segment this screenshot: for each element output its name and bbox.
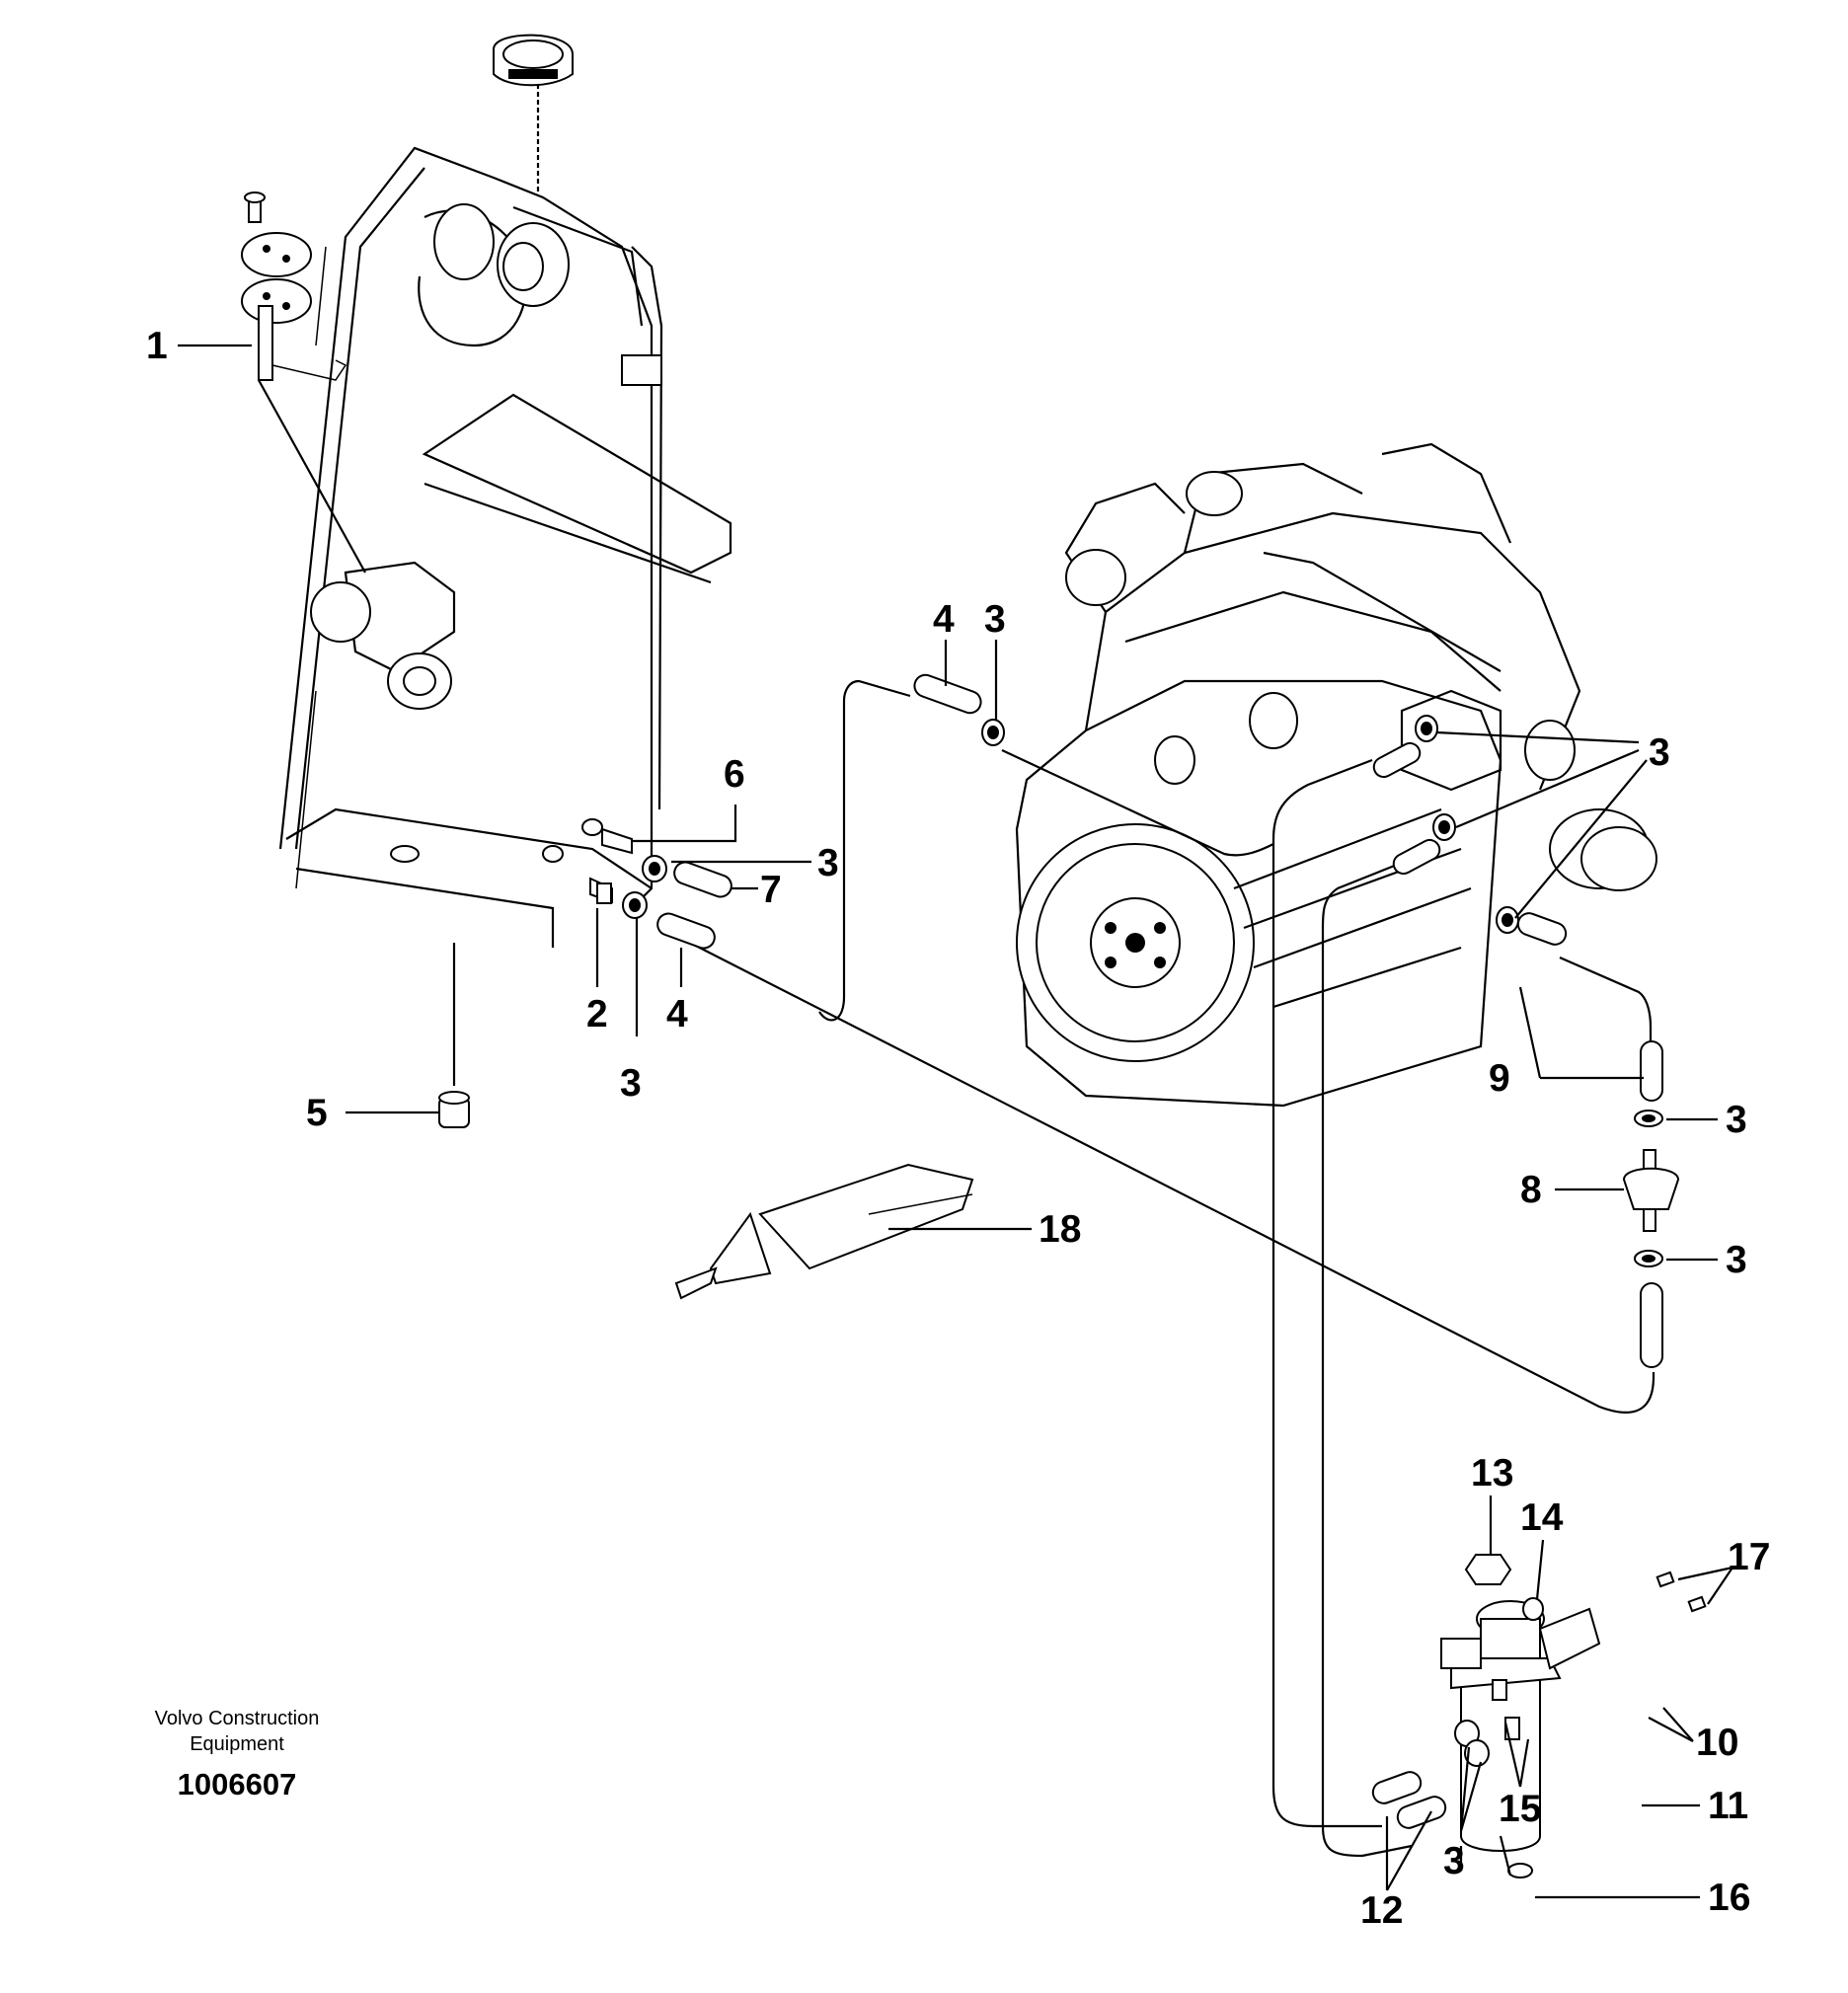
callout-12: 12 (1360, 1889, 1403, 1932)
callout-7: 7 (760, 869, 782, 911)
callout-17: 17 (1728, 1536, 1770, 1578)
hose-piece-9 (1640, 1040, 1663, 1102)
machine-frame (278, 146, 732, 948)
leader-lines (178, 344, 1733, 1899)
washer-14 (1522, 1597, 1544, 1621)
callout-9: 9 (1489, 1057, 1510, 1100)
callout-15: 15 (1499, 1788, 1541, 1830)
callout-13: 13 (1471, 1452, 1513, 1495)
callout-1: 1 (146, 325, 168, 367)
engine (1015, 442, 1657, 1108)
callout-8: 8 (1520, 1169, 1542, 1211)
engine-clamps (1372, 715, 1568, 946)
fuel-sender (241, 192, 347, 381)
callout-5: 5 (306, 1092, 328, 1134)
callout-11: 11 (1708, 1785, 1748, 1827)
company-name-line1: Volvo Construction (155, 1708, 320, 1729)
clamp-3-right-b (1634, 1250, 1663, 1267)
hoses-12 (1371, 1771, 1447, 1829)
callout-3: 3 (984, 598, 1006, 641)
nut-13 (1464, 1554, 1512, 1585)
fuel-lines (683, 679, 1656, 1858)
fittings-15 (1454, 1679, 1520, 1767)
callout-3: 3 (1649, 731, 1670, 774)
callout-3: 3 (620, 1062, 642, 1105)
clamp-3-right-a (1634, 1110, 1663, 1127)
callout-2: 2 (586, 993, 608, 1035)
callout-6: 6 (724, 753, 745, 796)
inline-filter-8 (1622, 1149, 1680, 1232)
tank-fittings (542, 818, 732, 950)
clamp-3-upper (981, 719, 1005, 746)
callout-10: 10 (1696, 1722, 1738, 1764)
drain-plug-5 (438, 1091, 470, 1128)
bleed-screws-17 (1656, 1571, 1707, 1613)
sealant-tube-18 (674, 1163, 974, 1300)
hose-piece-4-upper (913, 673, 982, 715)
callout-3: 3 (1726, 1099, 1747, 1141)
callout-4: 4 (666, 993, 688, 1035)
fuel-cap (493, 34, 574, 192)
callout-18: 18 (1039, 1208, 1081, 1251)
callout-labels: 1 2 3 4 5 6 7 3 4 3 3 9 3 8 3 18 13 14 1… (146, 325, 1770, 1932)
callout-4: 4 (933, 598, 955, 641)
document-number: 1006607 (178, 1767, 297, 1801)
caption-block: Volvo Construction Equipment 1006607 (155, 1708, 320, 1801)
callout-3: 3 (1443, 1840, 1465, 1882)
callout-3: 3 (817, 842, 839, 884)
callout-16: 16 (1708, 1877, 1750, 1919)
callout-3: 3 (1726, 1239, 1747, 1281)
hose-piece-right (1640, 1282, 1663, 1368)
callout-14: 14 (1520, 1496, 1564, 1539)
company-name-line2: Equipment (190, 1733, 284, 1755)
